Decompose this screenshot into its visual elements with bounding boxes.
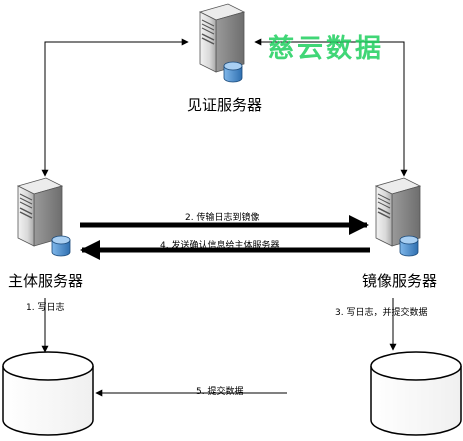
mirror-database-icon [370,351,462,436]
witness-principal-link [41,38,189,177]
witness-mirror-link [254,38,408,177]
principal-server-icon [17,177,71,257]
transfer-log-label: 2. 传输日志到镜像 [185,213,260,223]
write-log-label: 1. 写日志 [26,303,65,313]
witness-server-label: 见证服务器 [187,96,263,114]
witness-server-icon [199,3,245,83]
send-confirm-label: 4. 发送确认信息给主体服务器 [160,241,280,251]
watermark-logo: 慈云数据 [268,34,385,64]
principal-server-label: 主体服务器 [8,272,84,290]
mirror-server-label: 镜像服务器 [362,272,438,290]
mirror-server-icon [375,177,421,257]
principal-database-icon [2,351,94,436]
write-log-commit-label: 3. 写日志，并提交数据 [335,308,428,318]
commit-label: 5. 提交数据 [196,387,244,397]
